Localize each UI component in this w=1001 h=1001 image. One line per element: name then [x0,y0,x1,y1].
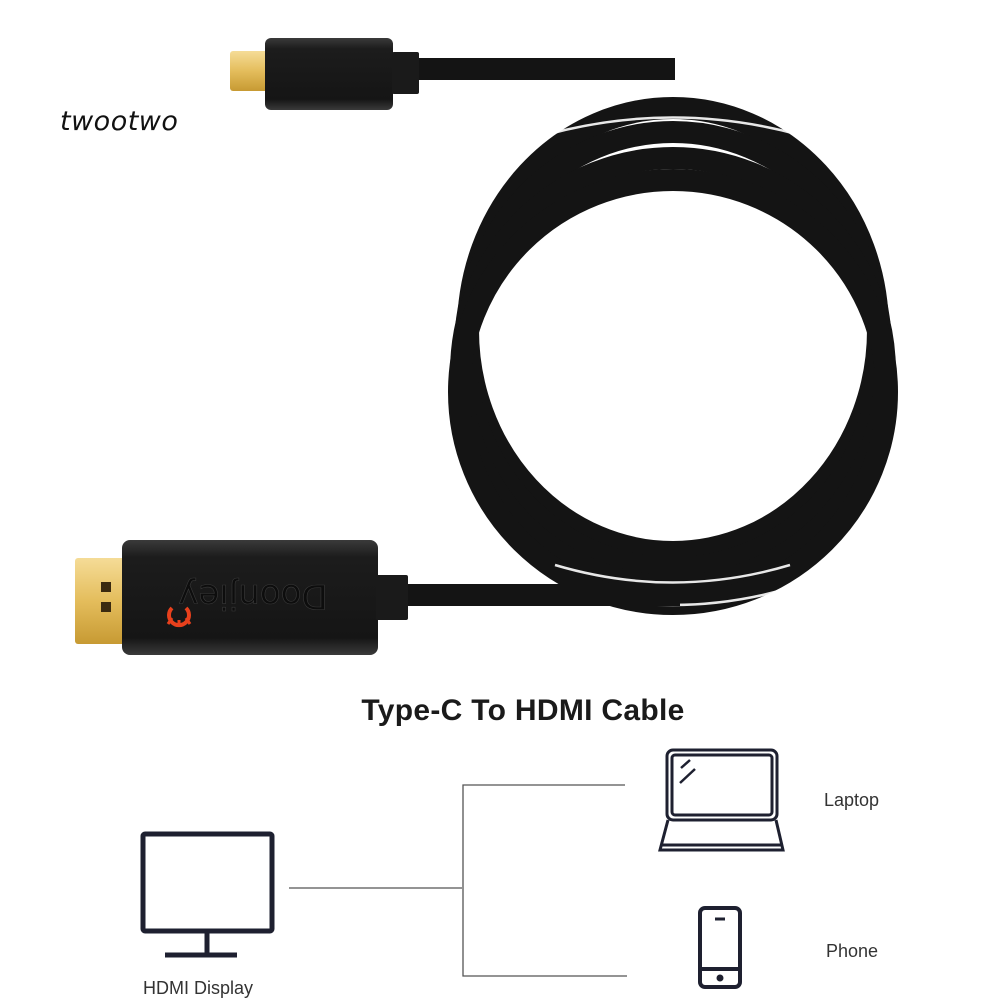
phone-icon [698,906,742,989]
brand-logo: Doonjiey [178,576,328,617]
product-image-cable: Doonjiey [75,38,898,655]
monitor-icon [140,831,275,958]
cable-bottom [405,584,680,606]
connection-lines [289,784,627,977]
diagram-label-hdmi-display: HDMI Display [143,978,254,998]
laptop-icon [658,748,785,852]
cable-top [415,58,675,80]
watermark: twootwo [60,106,179,137]
diagram-label-laptop: Laptop [824,790,880,810]
hdmi-connector: Doonjiey [75,540,408,655]
svg-text:Doonjiey: Doonjiey [178,576,327,616]
usb-c-connector [230,38,419,110]
product-title: Type-C To HDMI Cable [361,694,685,727]
diagram-label-phone: Phone [826,941,879,961]
